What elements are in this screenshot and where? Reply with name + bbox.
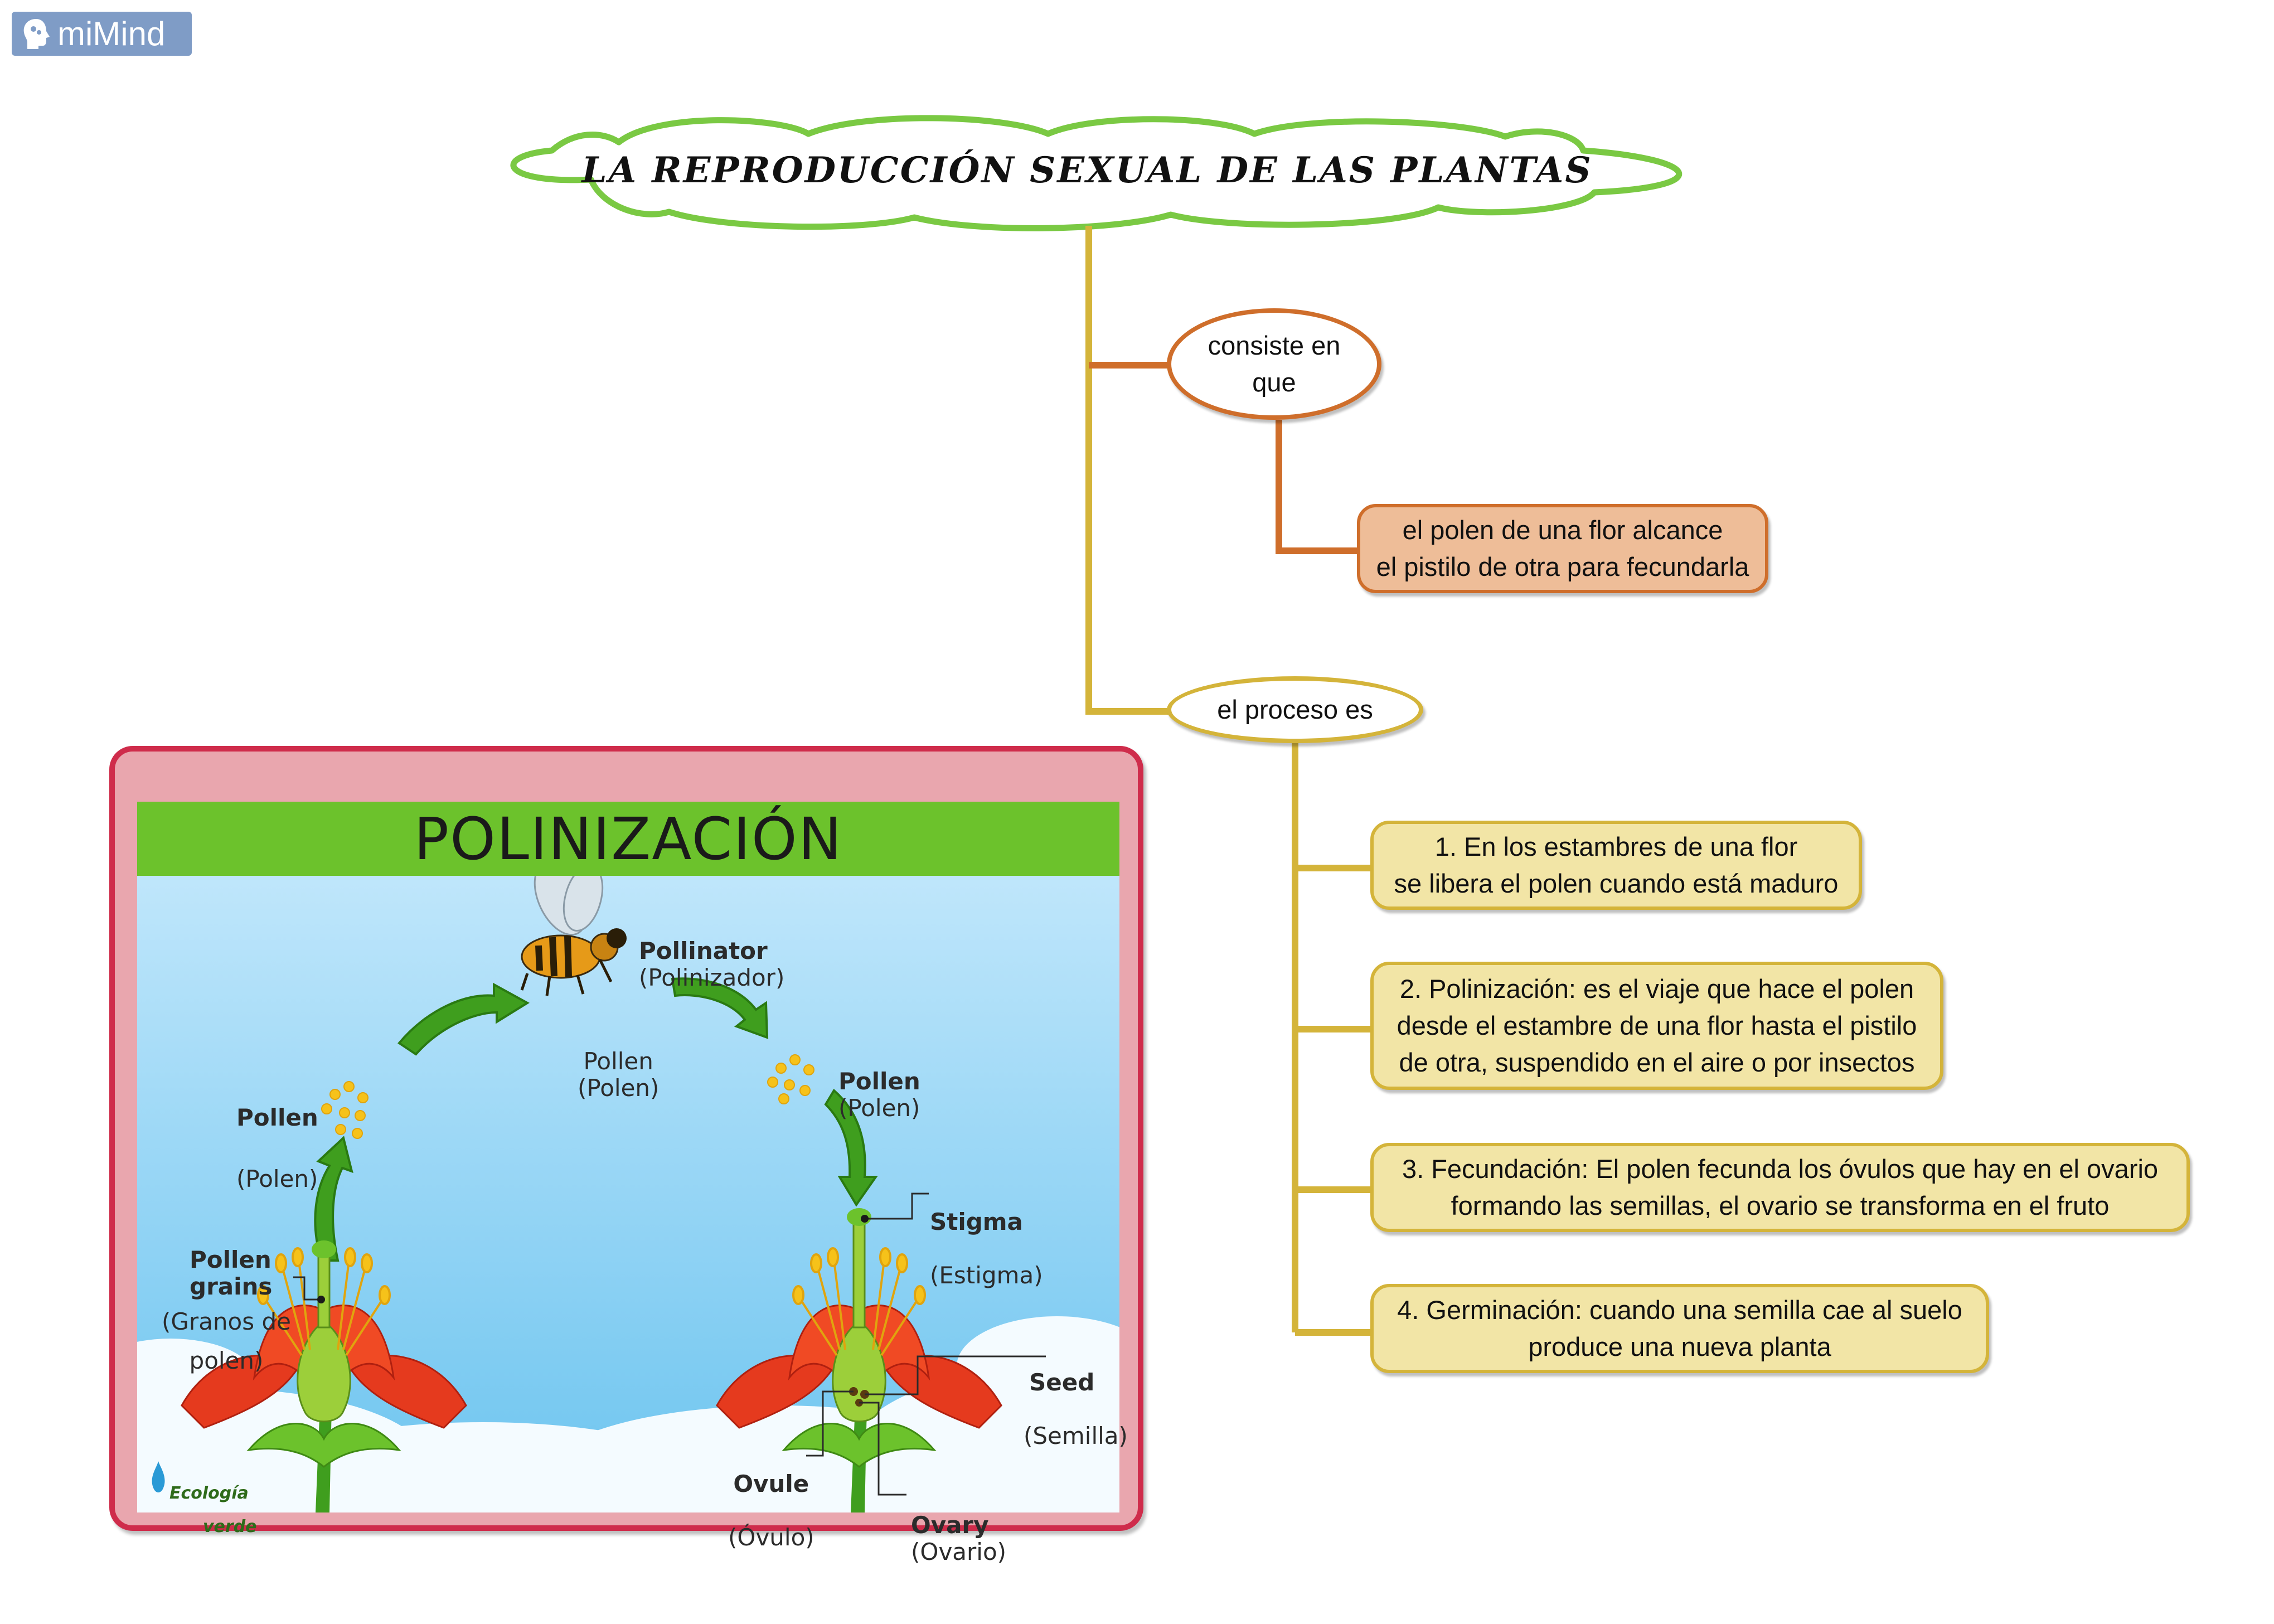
node-step-3[interactable]: 3. Fecundación: El polen fecunda los óvu… [1370,1143,2190,1232]
label-pollinator-es: (Polinizador) [639,964,785,991]
label-pollen-left: Pollen (Polen) [236,1078,318,1219]
label-ovary-en: Ovary [911,1511,989,1539]
label-ovule-en: Ovule [733,1470,809,1497]
label-stigma-en: Stigma [930,1208,1023,1235]
logo-text: Ecología verde [169,1468,257,1552]
poster-title: POLINIZACIÓN [137,802,1119,876]
node-el-proceso-es[interactable]: el proceso es [1167,676,1423,743]
label-pollen-left-en: Pollen [236,1104,318,1131]
label-pollen-middle: Pollen (Polen) [578,1048,660,1102]
label-pollen-grains: Pollen grains [190,1246,273,1300]
label-pollen-right-es: (Polen) [838,1094,920,1122]
label-ovary: Ovary (Ovario) [911,1485,1006,1565]
ecologia-verde-logo-icon [152,1461,165,1492]
mimind-badge[interactable]: miMind [12,12,192,56]
label-seed-en: Seed [1029,1369,1095,1396]
label-seed-es: (Semilla) [1024,1422,1128,1450]
node-consiste-en-que[interactable]: consiste en que [1167,308,1381,420]
label-stigma-es: (Estigma) [930,1262,1043,1289]
arrow-to-bee [397,982,530,1056]
right-flower [716,1208,1002,1512]
arrow-up-left [314,1136,353,1262]
label-stigma: Stigma (Estigma) [930,1182,1043,1316]
label-pollinator-en: Pollinator [639,937,768,964]
root-node-title[interactable]: LA REPRODUCCIÓN SEXUAL DE LAS PLANTAS [581,149,1593,191]
node-step-2[interactable]: 2. Polinización: es el viaje que hace el… [1370,962,1943,1090]
pollination-illustration [137,876,1119,1512]
arrow-down-right [824,1088,878,1207]
label-ovary-es: (Ovario) [911,1538,1007,1565]
label-seed: Seed (Semilla) [1024,1342,1128,1476]
node-step-1[interactable]: 1. En los estambres de una flor se liber… [1370,821,1862,910]
root-trunk-line [1085,226,1174,715]
label-pollen-grains-es: (Granos de polen) [162,1308,291,1374]
node-step-4[interactable]: 4. Germinación: cuando una semilla cae a… [1370,1284,1989,1373]
label-pollen-right: Pollen (Polen) [838,1041,920,1122]
node-definicion[interactable]: el polen de una flor alcance el pistilo … [1357,504,1768,593]
label-ovule: Ovule (Óvulo) [728,1444,814,1578]
logo-line-1: Ecología [169,1484,249,1503]
bee-icon [520,876,627,996]
left-flower [181,1240,467,1512]
root-cloud-shape [510,115,1683,231]
label-ovule-es: (Óvulo) [728,1524,814,1551]
label-pollinator: Pollinator (Polinizador) [639,911,784,991]
brand-name: miMind [57,14,166,52]
logo-line-2: verde [203,1517,257,1536]
arrow-from-bee [671,977,769,1039]
label-pollen-left-es: (Polen) [236,1165,318,1192]
link-consiste-child [1276,420,1360,554]
label-pollen-right-en: Pollen [838,1068,920,1095]
brain-head-icon [23,18,50,49]
